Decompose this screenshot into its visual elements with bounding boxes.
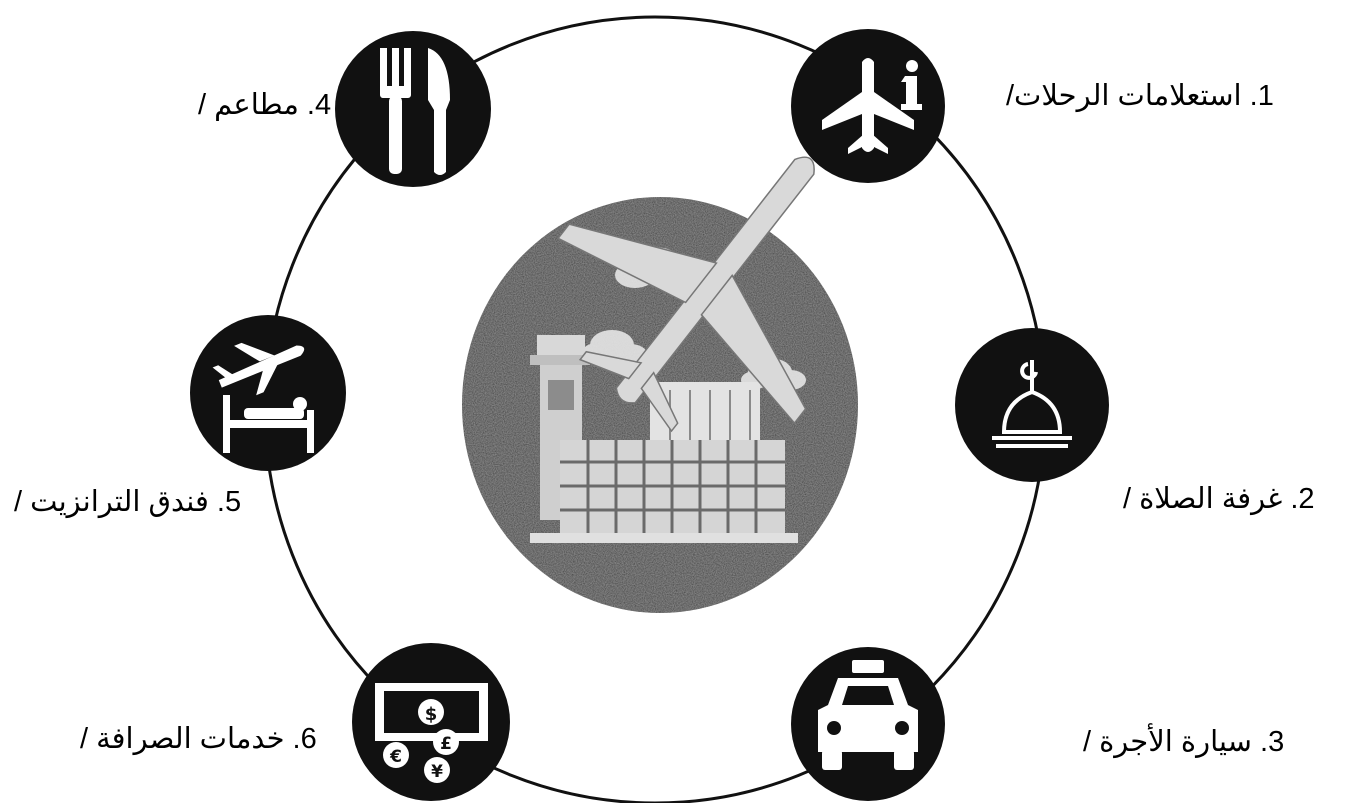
service-label-currency-exchange: 6. خدمات الصرافة / (80, 725, 317, 754)
fork-knife-icon (335, 31, 491, 187)
service-label-transit-hotel: 5. فندق الترانزيت / (14, 488, 241, 517)
service-label-taxi: 3. سيارة الأجرة / (1083, 728, 1284, 757)
service-label-flight-info: 1. استعلامات الرحلات/ (1006, 82, 1274, 111)
svg-text:¥: ¥ (431, 762, 443, 782)
svg-text:£: £ (440, 734, 452, 754)
service-label-restaurants: 4. مطاعم / (198, 91, 331, 120)
airplane-info-icon (791, 29, 945, 183)
svg-text:$: $ (425, 704, 438, 725)
mosque-dome-icon (955, 328, 1109, 482)
taxi-icon (791, 647, 945, 801)
svg-text:€: € (389, 747, 402, 767)
banknote-currency-icon: $ £ € ¥ (352, 643, 510, 801)
service-label-prayer-room: 2. غرفة الصلاة / (1123, 485, 1315, 514)
plane-bed-icon (190, 315, 346, 471)
